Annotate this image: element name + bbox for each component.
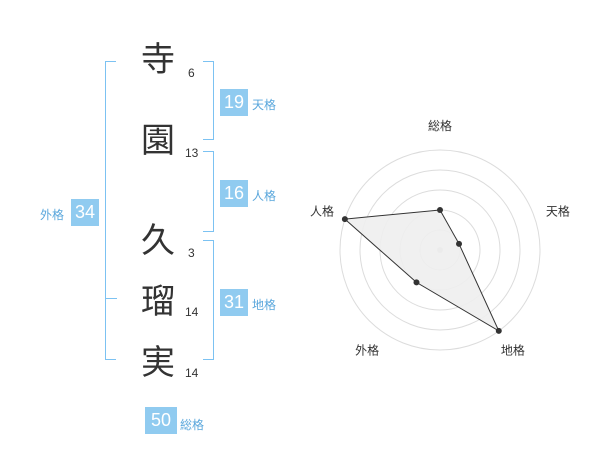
jinkaku-bracket [203, 151, 214, 232]
radar-point-4 [413, 279, 420, 286]
tenkaku-label: 天格 [252, 98, 277, 112]
radar-ring-3 [379, 189, 501, 311]
radar-polygon [343, 209, 500, 333]
tenkaku-value: 19 [220, 89, 248, 116]
radar-ring-1 [419, 229, 461, 271]
radar-axis-label-2: 天格 [546, 204, 570, 219]
radar-axis-label-5: 人格 [310, 204, 334, 219]
radar-point-1 [437, 207, 443, 213]
name-char-2: 園 [141, 121, 175, 161]
gaikaku-bracket [105, 61, 116, 360]
stroke-count-5: 14 [185, 366, 199, 380]
name-char-5: 実 [141, 343, 175, 383]
radar-center [437, 247, 443, 253]
gaikaku-label: 外格 [40, 208, 65, 222]
radar-point-2 [456, 240, 463, 247]
chikaku-bracket [203, 240, 214, 360]
radar-point-3 [495, 327, 502, 334]
radar-ring-2 [399, 209, 481, 291]
name-char-4: 瑠 [141, 282, 175, 322]
name-char-3: 久 [141, 221, 175, 261]
name-char-1: 寺 [141, 40, 175, 80]
tenkaku-bracket [203, 61, 214, 140]
jinkaku-label: 人格 [252, 189, 277, 203]
stroke-count-3: 3 [188, 246, 195, 260]
chikaku-value: 31 [220, 289, 248, 316]
radar-axis-label-4: 外格 [355, 342, 379, 357]
stroke-count-4: 14 [185, 305, 199, 319]
stroke-count-1: 6 [188, 66, 195, 80]
radar-point-5 [341, 216, 348, 223]
stroke-count-2: 13 [185, 146, 199, 160]
jinkaku-value: 16 [220, 180, 248, 207]
radar-ring-5 [339, 149, 541, 351]
radar-axis-label-3: 地格 [501, 342, 525, 357]
gaikaku-value: 34 [71, 199, 99, 226]
chikaku-label: 地格 [252, 298, 277, 312]
gaikaku-split-line [105, 298, 117, 299]
radar-axis-label-1: 総格 [428, 118, 452, 133]
radar-ring-4 [359, 169, 521, 331]
soukaku-label: 総格 [180, 418, 205, 432]
soukaku-value: 50 [145, 407, 177, 434]
